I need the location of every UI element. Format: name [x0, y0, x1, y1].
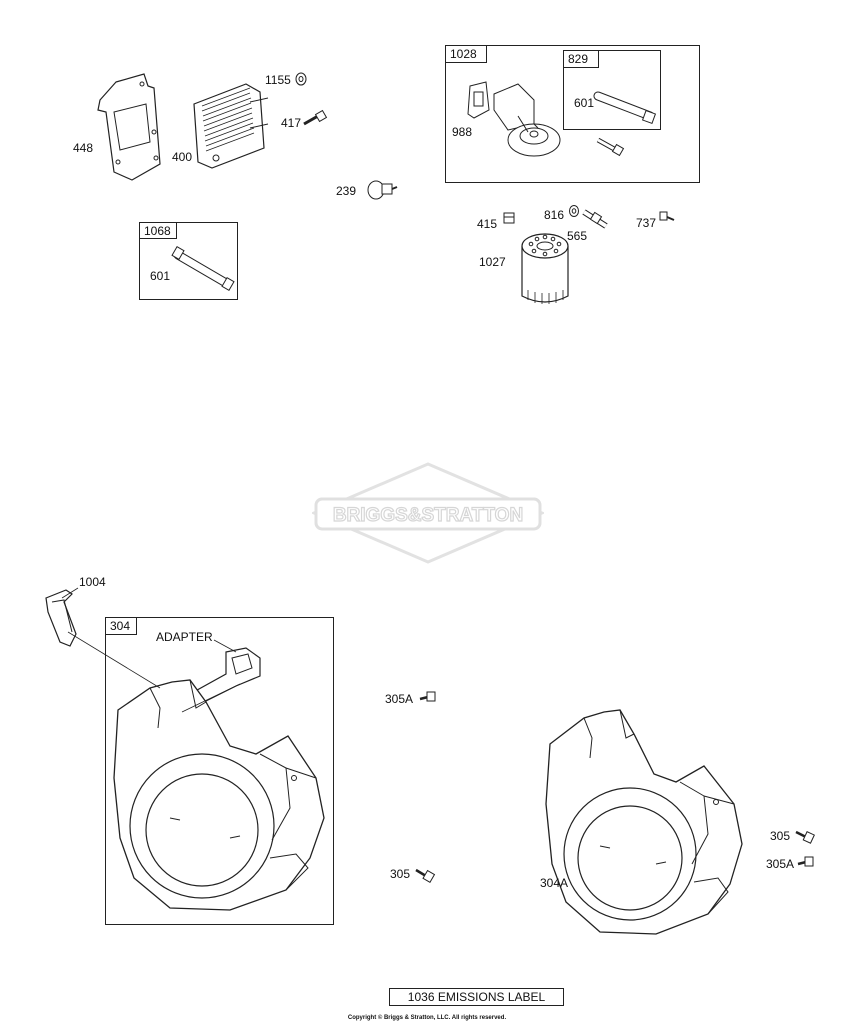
- callout-601-left: 601: [150, 269, 171, 283]
- bracket-448-drawing: [97, 73, 161, 181]
- kit-box-304: [105, 617, 334, 925]
- callout-565: 565: [567, 229, 588, 243]
- blower-housing-304-drawing: [113, 679, 325, 911]
- callout-737: 737: [636, 216, 657, 230]
- washer-816-drawing: [569, 205, 579, 217]
- callout-988: 988: [452, 125, 473, 139]
- callout-417: 417: [281, 116, 302, 130]
- gasket-988-drawing: [467, 81, 490, 119]
- callout-239: 239: [336, 184, 357, 198]
- callout-304a: 304A: [540, 876, 569, 890]
- oil-hose-601-kit-drawing: [593, 91, 657, 125]
- kit-box-1028-tag: 1028: [445, 45, 487, 63]
- callout-1155: 1155: [265, 73, 291, 87]
- callout-448: 448: [73, 141, 94, 155]
- screw-417-drawing: [303, 109, 328, 126]
- nipple-565-drawing: [582, 209, 608, 229]
- screw-305-right-drawing: [795, 830, 815, 844]
- callout-305-left: 305: [390, 867, 411, 881]
- watermark-text: BRIGGS&STRATTON: [333, 505, 523, 526]
- callout-601-kit: 601: [574, 96, 595, 110]
- screw-305a-right-drawing: [797, 856, 814, 867]
- callout-adapter: ADAPTER: [156, 630, 213, 644]
- callout-305-right: 305: [770, 829, 791, 843]
- callout-400: 400: [172, 150, 193, 164]
- oil-filter-adapter-drawing: [493, 83, 561, 157]
- callout-816: 816: [544, 208, 565, 222]
- kit-box-304-tag: 304: [105, 617, 137, 635]
- emissions-label-box: 1036 EMISSIONS LABEL: [389, 988, 564, 1006]
- kit-box-1068-tag: 1068: [139, 222, 177, 239]
- callout-305a-right: 305A: [766, 857, 795, 871]
- blower-housing-304a-drawing: [545, 709, 743, 935]
- screw-305-left-drawing: [415, 868, 436, 884]
- kit-box-829-tag: 829: [563, 50, 599, 68]
- oil-hose-601-drawing: [171, 245, 235, 292]
- briggs-stratton-watermark-logo: BRIGGS&STRATTON: [310, 462, 546, 564]
- kit-box-1068: [139, 222, 238, 300]
- oil-pressure-switch-239-drawing: [367, 180, 398, 200]
- fitting-drawing: [596, 137, 625, 157]
- plug-415-drawing: [503, 212, 515, 224]
- callout-1004: 1004: [79, 575, 106, 589]
- kit-box-829: [563, 50, 661, 130]
- kit-box-1028: [445, 45, 700, 183]
- screw-305a-top-drawing: [419, 691, 436, 702]
- oil-cooler-400-drawing: [193, 83, 269, 169]
- copyright-notice: Copyright © Briggs & Stratton, LLC. All …: [347, 1015, 507, 1021]
- screw-737-drawing: [659, 211, 675, 221]
- oil-filter-1027-drawing: [521, 233, 569, 304]
- callout-1027: 1027: [479, 255, 506, 269]
- washer-1155-drawing: [295, 72, 307, 86]
- callout-415: 415: [477, 217, 498, 231]
- callout-305a-top: 305A: [385, 692, 414, 706]
